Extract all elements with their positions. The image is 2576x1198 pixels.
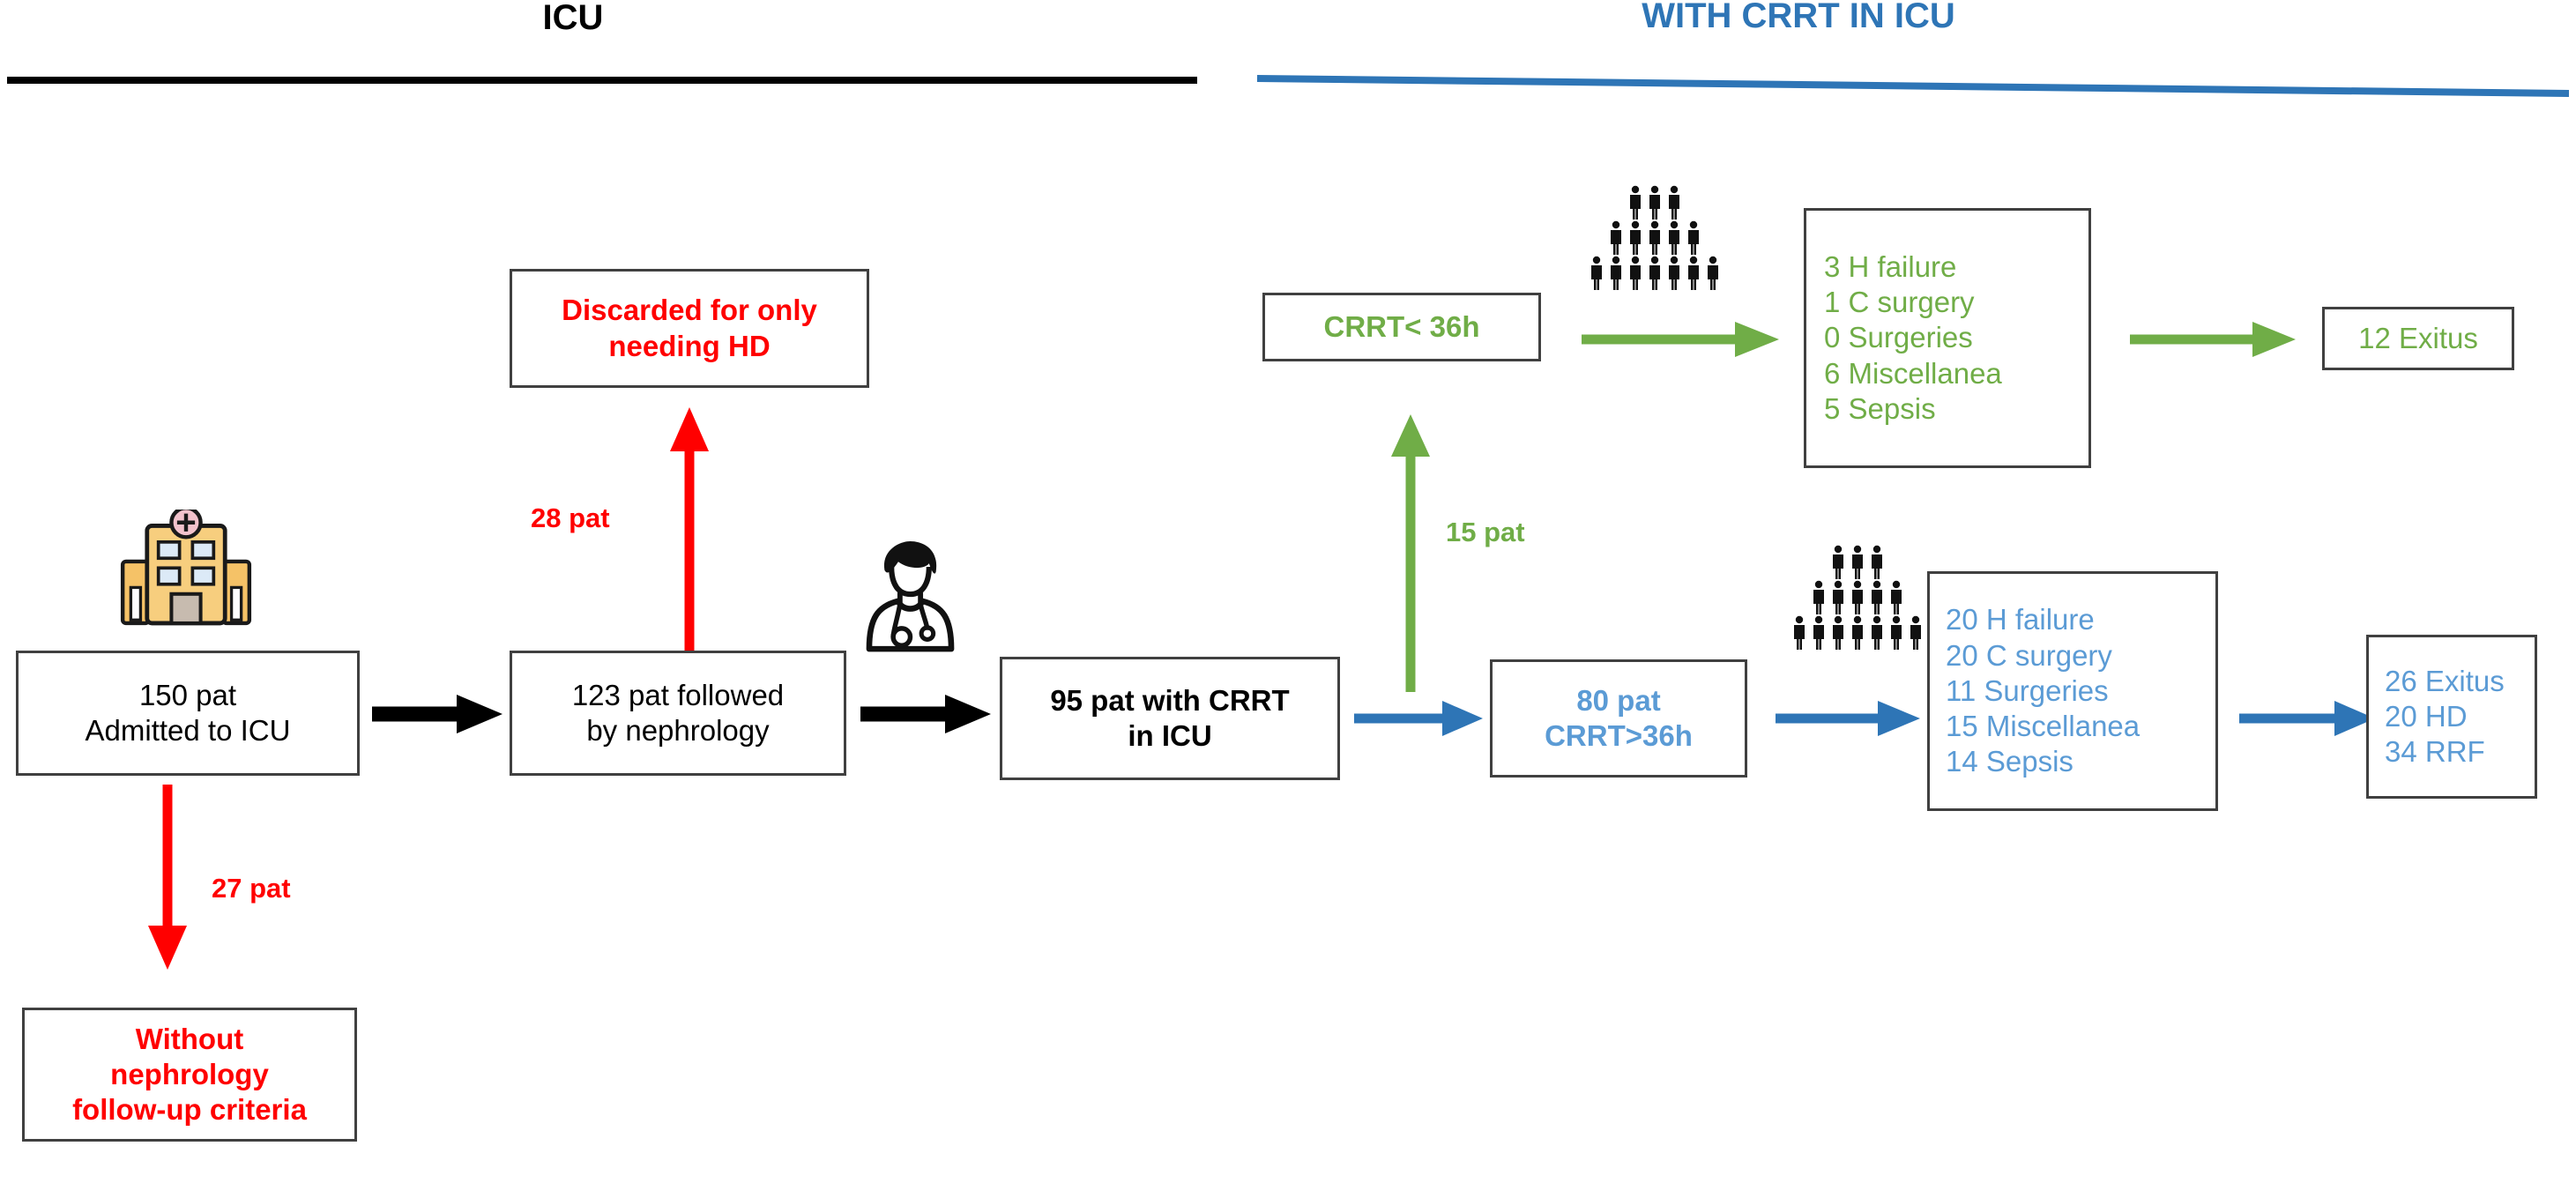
node-95-line1: 95 pat with CRRT xyxy=(1050,683,1290,717)
header-rule-left xyxy=(7,77,1197,84)
header-title-icu: ICU xyxy=(542,0,604,37)
node-95-pat-crrt-icu: 95 pat with CRRT in ICU xyxy=(1000,657,1340,780)
people-row xyxy=(1587,256,1723,291)
node-admitted-to-icu: 150 pat Admitted to ICU xyxy=(16,651,360,776)
cause-item: 20 C surgery xyxy=(1946,638,2112,672)
people-group-icon-short-crrt xyxy=(1587,185,1723,291)
cause-item: 20 H failure xyxy=(1946,603,2095,636)
node-admitted-line1: 150 pat xyxy=(138,678,237,711)
cause-item: 1 C surgery xyxy=(1824,286,1975,319)
node-followed-by-nephrology: 123 pat followed by nephrology xyxy=(510,651,846,776)
arrow-admitted-to-no-criteria xyxy=(148,785,187,970)
node-80-line1: 80 pat xyxy=(1576,683,1661,717)
node-outcome-short-crrt: 12 Exitus xyxy=(2322,307,2514,370)
node-without-criteria: Without nephrology follow-up criteria xyxy=(22,1008,357,1142)
node-95-line2: in ICU xyxy=(1128,719,1212,752)
node-followed-line1: 123 pat followed xyxy=(571,678,785,711)
node-causes-short-crrt: 3 H failure 1 C surgery 0 Surgeries 6 Mi… xyxy=(1804,208,2091,468)
people-row xyxy=(1626,185,1684,220)
arrow-followed-to-discarded xyxy=(670,407,709,658)
outcome-item: 20 HD xyxy=(2385,699,2468,733)
node-without-criteria-line2: nephrology xyxy=(110,1057,269,1090)
edge-label-15-pat: 15 pat xyxy=(1446,517,1525,547)
node-discarded-hd-line2: needing HD xyxy=(608,329,771,362)
node-outcome-long-crrt: 26 Exitus 20 HD 34 RRF xyxy=(2366,635,2537,799)
hospital-icon xyxy=(120,510,252,626)
node-followed-line2: by nephrology xyxy=(586,714,770,747)
node-without-criteria-line3: follow-up criteria xyxy=(72,1093,307,1127)
arrow-crrt-icu-to-gt36 xyxy=(1354,701,1483,736)
node-discarded-hd-line1: Discarded for only xyxy=(562,294,817,327)
cause-item: 14 Sepsis xyxy=(1946,745,2073,778)
header-rule-right xyxy=(1256,75,2570,97)
people-group-icon-long-crrt xyxy=(1790,545,1925,651)
arrow-causes-long-to-outcome xyxy=(2239,701,2375,736)
arrow-to-crrt-lt36 xyxy=(1391,414,1430,692)
arrow-followed-to-crrt-icu xyxy=(860,695,991,733)
arrow-causes-short-to-outcome xyxy=(2130,322,2296,357)
doctor-icon xyxy=(866,540,955,652)
node-crrt-lt36h-label: CRRT< 36h xyxy=(1323,309,1480,343)
people-row xyxy=(1790,615,1925,651)
header-title-crrt: WITH CRRT IN ICU xyxy=(1642,0,1955,35)
edge-label-28-pat: 28 pat xyxy=(531,502,610,533)
node-admitted-line2: Admitted to ICU xyxy=(85,714,291,747)
cause-item: 0 Surgeries xyxy=(1824,321,1973,354)
edge-label-27-pat: 27 pat xyxy=(212,873,291,904)
cause-item: 5 Sepsis xyxy=(1824,391,1936,425)
cause-item: 3 H failure xyxy=(1824,249,1957,283)
node-without-criteria-line1: Without xyxy=(135,1022,244,1055)
people-row xyxy=(1828,545,1887,580)
node-80-line2: CRRT>36h xyxy=(1545,719,1693,752)
outcome-item: 34 RRF xyxy=(2385,735,2485,769)
people-row xyxy=(1809,580,1906,615)
cause-item: 11 Surgeries xyxy=(1946,673,2109,707)
node-80-pat-crrt-gt36h: 80 pat CRRT>36h xyxy=(1490,659,1747,778)
outcome-item: 26 Exitus xyxy=(2385,664,2505,697)
node-discarded-hd: Discarded for only needing HD xyxy=(510,269,869,388)
arrow-to-causes-short xyxy=(1582,322,1779,357)
arrow-admitted-to-followed xyxy=(372,695,503,733)
cause-item: 15 Miscellanea xyxy=(1946,710,2140,743)
outcome-item: 12 Exitus xyxy=(2358,321,2478,354)
people-row xyxy=(1606,220,1703,256)
arrow-gt36-to-causes-long xyxy=(1776,701,1920,736)
node-crrt-lt36h: CRRT< 36h xyxy=(1262,293,1541,361)
cause-item: 6 Miscellanea xyxy=(1824,356,2002,390)
node-causes-long-crrt: 20 H failure 20 C surgery 11 Surgeries 1… xyxy=(1927,571,2218,811)
